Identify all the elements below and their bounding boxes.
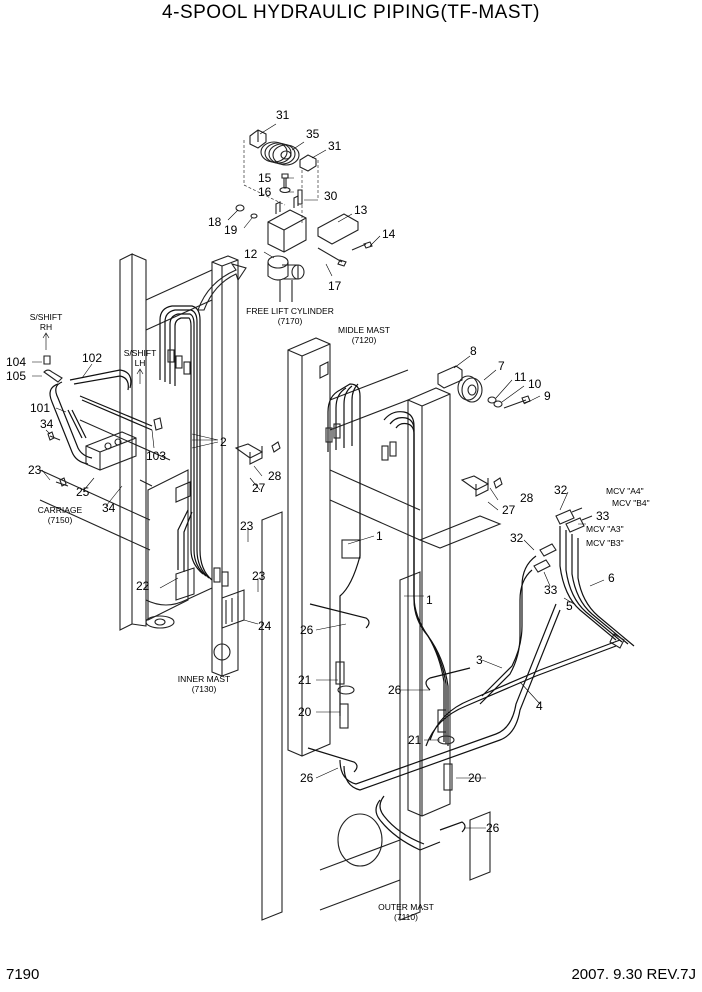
part-label-25: 25 bbox=[76, 485, 90, 499]
page-title: 4-SPOOL HYDRAULIC PIPING(TF-MAST) bbox=[162, 2, 540, 23]
part-label-23: 23 bbox=[28, 463, 42, 477]
part-label-28: 28 bbox=[268, 469, 282, 483]
part-label-9: 9 bbox=[544, 389, 551, 403]
part-label-12: 12 bbox=[244, 247, 258, 261]
part-label-102: 102 bbox=[82, 351, 102, 365]
part-label-7: 7 bbox=[498, 359, 505, 373]
part-label-105: 105 bbox=[6, 369, 26, 383]
sshift-lh-label: S/SHIFT bbox=[124, 348, 157, 358]
part-label-23: 23 bbox=[240, 519, 254, 533]
part-label-6: 6 bbox=[608, 571, 615, 585]
part-label-26: 26 bbox=[300, 771, 314, 785]
part-label-3: 3 bbox=[476, 653, 483, 667]
part-label-4: 4 bbox=[536, 699, 543, 713]
outer-mast bbox=[261, 511, 491, 921]
part-label-10: 10 bbox=[528, 377, 542, 391]
part-label-23: 23 bbox=[252, 569, 266, 583]
sshift-lh-arrow bbox=[136, 368, 144, 384]
part-label-1: 1 bbox=[376, 529, 383, 543]
carriage-number: (7150) bbox=[48, 515, 73, 525]
part-label-32: 32 bbox=[554, 483, 568, 497]
sideshift-piping bbox=[39, 355, 171, 551]
part-label-35: 35 bbox=[306, 127, 320, 141]
sshift-rh-label: S/SHIFT bbox=[30, 312, 63, 322]
midle-mast-label: MIDLE MAST bbox=[338, 325, 390, 335]
part-label-27: 27 bbox=[252, 481, 266, 495]
page-number: 7190 bbox=[6, 966, 40, 983]
date-revision: 2007. 9.30 REV.7J bbox=[571, 966, 696, 983]
part-label-2: 2 bbox=[220, 435, 227, 449]
middle-mast bbox=[287, 337, 502, 817]
part-label-31: 31 bbox=[276, 108, 290, 122]
part-label-32: 32 bbox=[510, 531, 524, 545]
part-label-14: 14 bbox=[382, 227, 396, 241]
part-label-16: 16 bbox=[258, 185, 272, 199]
part-label-18: 18 bbox=[208, 215, 222, 229]
part-label-8: 8 bbox=[470, 344, 477, 358]
top-pulley-assembly bbox=[235, 129, 373, 302]
part-label-1: 1 bbox=[426, 593, 433, 607]
carriage-label: CARRIAGE bbox=[38, 505, 83, 515]
leader-lines bbox=[32, 123, 605, 829]
part-label-21: 21 bbox=[408, 733, 422, 747]
part-label-11: 11 bbox=[514, 370, 527, 384]
subassembly-labels: FREE LIFT CYLINDER (7170) MIDLE MAST (71… bbox=[30, 306, 434, 922]
mcv-b4-label: MCV "B4" bbox=[612, 498, 650, 508]
part-label-31: 31 bbox=[328, 139, 342, 153]
clamp-left bbox=[234, 441, 281, 465]
mcv-a3-label: MCV "A3" bbox=[586, 524, 624, 534]
part-label-26: 26 bbox=[300, 623, 314, 637]
sshift-lh-side: LH bbox=[135, 358, 146, 368]
part-label-13: 13 bbox=[354, 203, 368, 217]
part-label-34: 34 bbox=[40, 417, 54, 431]
mcv-labels: MCV "A4" MCV "B4" MCV "A3" MCV "B3" bbox=[586, 486, 650, 548]
part-label-30: 30 bbox=[324, 189, 338, 203]
part-label-34: 34 bbox=[102, 501, 116, 515]
part-label-27: 27 bbox=[502, 503, 516, 517]
clamp-right bbox=[460, 475, 503, 497]
part-label-15: 15 bbox=[258, 171, 272, 185]
part-label-104: 104 bbox=[6, 355, 26, 369]
free-lift-cylinder-label: FREE LIFT CYLINDER bbox=[246, 306, 334, 316]
part-label-19: 19 bbox=[224, 223, 238, 237]
part-number-labels: 31 35 31 15 16 30 13 18 19 14 12 17 8 7 … bbox=[6, 108, 615, 835]
inner-mast-label: INNER MAST bbox=[178, 674, 230, 684]
part-label-21: 21 bbox=[298, 673, 312, 687]
part-label-103: 103 bbox=[146, 449, 166, 463]
inner-mast-number: (7130) bbox=[192, 684, 217, 694]
part-label-26: 26 bbox=[486, 821, 500, 835]
part-label-20: 20 bbox=[468, 771, 482, 785]
part-label-24: 24 bbox=[258, 619, 272, 633]
sshift-rh-side: RH bbox=[40, 322, 52, 332]
part-label-26: 26 bbox=[388, 683, 402, 697]
part-label-33: 33 bbox=[544, 583, 558, 597]
mcv-a4-label: MCV "A4" bbox=[606, 486, 644, 496]
mcv-lines bbox=[425, 507, 635, 747]
part-label-33: 33 bbox=[596, 509, 610, 523]
part-label-22: 22 bbox=[136, 579, 150, 593]
middle-mast-hoses bbox=[307, 383, 561, 851]
inner-mast bbox=[119, 253, 239, 677]
rotation-arrow bbox=[197, 263, 247, 311]
sshift-rh-arrow bbox=[42, 332, 50, 350]
outer-mast-number: (7110) bbox=[394, 912, 418, 922]
inner-mast-hoses bbox=[159, 305, 245, 629]
part-label-20: 20 bbox=[298, 705, 312, 719]
midle-mast-number: (7120) bbox=[352, 335, 377, 345]
part-label-28: 28 bbox=[520, 491, 534, 505]
part-label-101: 101 bbox=[30, 401, 50, 415]
mcv-b3-label: MCV "B3" bbox=[586, 538, 624, 548]
part-label-5: 5 bbox=[566, 599, 573, 613]
outer-mast-label: OUTER MAST bbox=[378, 902, 434, 912]
free-lift-cylinder-number: (7170) bbox=[278, 316, 303, 326]
part-label-17: 17 bbox=[328, 279, 342, 293]
